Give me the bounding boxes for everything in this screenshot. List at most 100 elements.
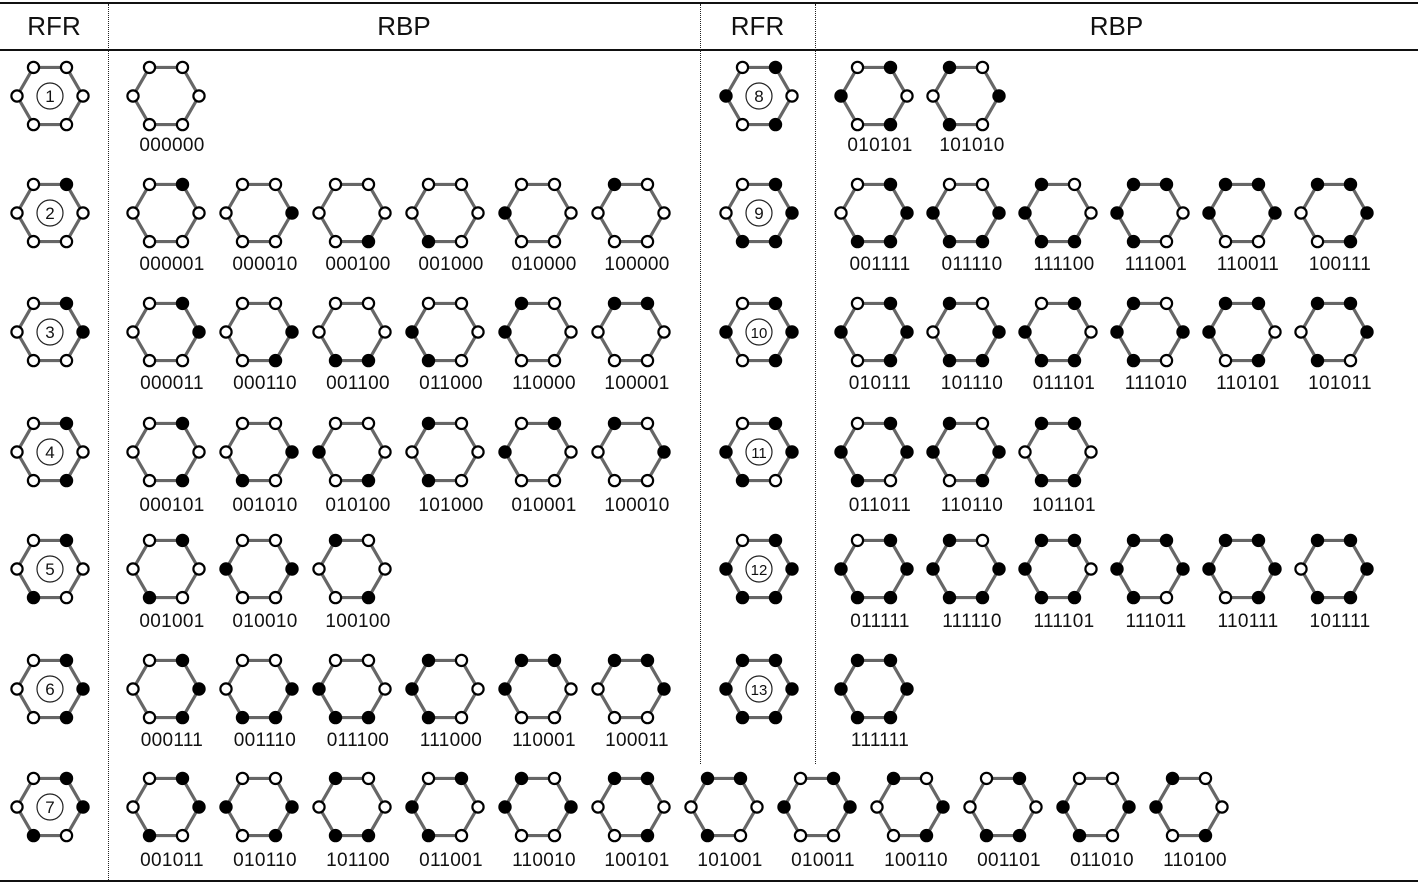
empty-vertex — [142, 533, 157, 548]
empty-vertex — [919, 771, 934, 786]
filled-vertex — [926, 206, 940, 220]
rbp-hexagon-101001 — [684, 771, 764, 843]
filled-vertex — [735, 653, 750, 668]
empty-vertex — [26, 117, 41, 132]
rbp-code-label: 010111 — [848, 373, 912, 394]
filled-vertex — [992, 562, 1006, 576]
rbp-code-label: 100011 — [605, 730, 669, 751]
filled-vertex — [942, 296, 957, 311]
filled-vertex — [900, 325, 914, 339]
empty-vertex — [10, 800, 24, 814]
empty-vertex — [192, 206, 206, 220]
rfr-number-circle — [745, 199, 773, 227]
filled-vertex — [1034, 353, 1049, 368]
rbp-code-label: 000101 — [139, 495, 205, 516]
empty-vertex — [657, 206, 671, 220]
empty-vertex — [219, 682, 233, 696]
rbp-code-label: 110000 — [512, 373, 576, 394]
empty-vertex — [735, 296, 750, 311]
empty-vertex — [421, 771, 436, 786]
empty-vertex — [26, 296, 41, 311]
filled-vertex — [768, 353, 783, 368]
hexagon-ring — [596, 776, 666, 838]
filled-vertex — [1360, 325, 1374, 339]
filled-vertex — [768, 710, 783, 725]
filled-vertex — [361, 353, 376, 368]
rbp-hexagon-111111 — [834, 653, 914, 725]
empty-vertex — [235, 177, 250, 192]
filled-vertex — [768, 296, 783, 311]
empty-vertex — [886, 828, 901, 843]
hexagon-ring — [839, 182, 909, 244]
filled-vertex — [719, 562, 733, 576]
filled-vertex — [1218, 177, 1233, 192]
filled-vertex — [514, 653, 529, 668]
filled-vertex — [175, 177, 190, 192]
empty-vertex — [328, 416, 343, 431]
empty-vertex — [591, 800, 605, 814]
filled-vertex — [405, 325, 419, 339]
empty-vertex — [547, 710, 562, 725]
empty-vertex — [1218, 234, 1233, 249]
empty-vertex — [1176, 206, 1190, 220]
rbp-code-label: 010001 — [511, 495, 577, 516]
rbp-hexagon-010110 — [219, 771, 299, 843]
empty-vertex — [10, 445, 24, 459]
filled-vertex — [1018, 562, 1032, 576]
empty-vertex — [640, 710, 655, 725]
hexagon-ring — [596, 182, 666, 244]
filled-vertex — [785, 445, 799, 459]
empty-vertex — [126, 206, 140, 220]
empty-vertex — [219, 445, 233, 459]
empty-vertex — [26, 177, 41, 192]
empty-vertex — [850, 177, 865, 192]
filled-vertex — [992, 445, 1006, 459]
rbp-hexagon-101101 — [1018, 416, 1098, 488]
empty-vertex — [378, 800, 392, 814]
empty-vertex — [142, 117, 157, 132]
empty-vertex — [454, 296, 469, 311]
filled-vertex — [768, 117, 783, 132]
empty-vertex — [126, 445, 140, 459]
rfr-number: 5 — [45, 560, 54, 579]
filled-vertex — [883, 117, 898, 132]
empty-vertex — [126, 325, 140, 339]
filled-vertex — [142, 828, 157, 843]
filled-vertex — [361, 234, 376, 249]
filled-vertex — [843, 800, 857, 814]
filled-vertex — [768, 416, 783, 431]
empty-vertex — [421, 296, 436, 311]
rbp-code-label: 101110 — [940, 373, 1004, 394]
rbp-code-label: 100100 — [325, 611, 391, 632]
filled-vertex — [1310, 177, 1325, 192]
rbp-hexagon-011010 — [1056, 771, 1136, 843]
rbp-code-label: 101101 — [1032, 495, 1096, 516]
empty-vertex — [235, 828, 250, 843]
rfr-number-circle — [36, 438, 64, 466]
rbp-hexagon-010101 — [834, 60, 914, 132]
hexagon-ring — [503, 182, 573, 244]
filled-vertex — [1268, 562, 1282, 576]
filled-vertex — [1034, 177, 1049, 192]
rbp-code-label: 110011 — [1216, 254, 1280, 275]
empty-vertex — [328, 473, 343, 488]
hexagon-ring — [968, 776, 1038, 838]
empty-vertex — [268, 590, 283, 605]
rfr-number-circle — [745, 675, 773, 703]
filled-vertex — [1218, 296, 1233, 311]
filled-vertex — [328, 533, 343, 548]
filled-vertex — [1034, 416, 1049, 431]
filled-vertex — [547, 416, 562, 431]
empty-vertex — [235, 533, 250, 548]
filled-vertex — [328, 710, 343, 725]
empty-vertex — [235, 234, 250, 249]
filled-vertex — [942, 416, 957, 431]
filled-vertex — [607, 177, 622, 192]
rbp-hexagon-000010 — [219, 177, 299, 249]
rbp-hexagon-111000 — [405, 653, 485, 725]
empty-vertex — [547, 353, 562, 368]
filled-vertex — [975, 234, 990, 249]
rfr-number: 10 — [751, 325, 768, 342]
filled-vertex — [1018, 325, 1032, 339]
empty-vertex — [235, 771, 250, 786]
